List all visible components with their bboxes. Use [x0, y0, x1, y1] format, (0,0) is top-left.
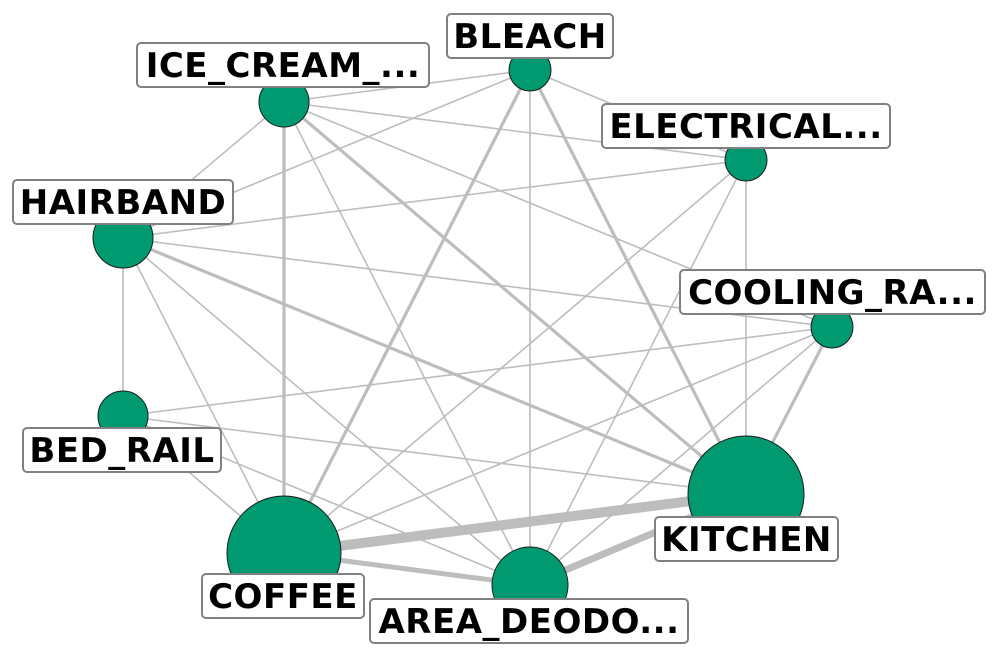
edge-ice_cream-electrical: [283, 101, 747, 161]
label-box: [601, 103, 891, 149]
edge-hairband-coffee: [122, 237, 285, 554]
label-text: COFFEE: [208, 577, 358, 617]
label-text: BLEACH: [453, 17, 607, 57]
label-layer: BLEACH ICE_CREAM_... ELECTRICAL... HAIRBAND…: [12, 13, 986, 644]
label-box: [201, 573, 365, 619]
edge-cooling-area_deodo: [529, 326, 833, 586]
label-box: [679, 269, 986, 315]
label-box: [22, 427, 222, 473]
node-label-bleach: BLEACH: [446, 13, 614, 59]
node-label-bed_rail: BED_RAIL: [22, 427, 222, 473]
node-label-area_deodo: AREA_DEODO...: [369, 598, 689, 644]
label-text: AREA_DEODO...: [378, 602, 679, 642]
edge-bleach-coffee: [282, 68, 532, 555]
edge-electrical-coffee: [283, 159, 747, 554]
edge-ice_cream-area_deodo: [283, 101, 531, 586]
node-label-ice_cream: ICE_CREAM_...: [136, 42, 430, 88]
node-label-coffee: COFFEE: [201, 573, 365, 619]
node-label-electrical: ELECTRICAL...: [601, 103, 891, 149]
label-box: [369, 598, 689, 644]
label-text: ICE_CREAM_...: [146, 46, 421, 86]
edge-bleach-kitchen: [528, 68, 748, 496]
edge-hairband-area_deodo: [122, 237, 531, 586]
label-text: KITCHEN: [661, 520, 832, 560]
edge-coffee-kitchen: [279, 489, 751, 558]
label-text: ELECTRICAL...: [609, 107, 882, 147]
node-label-kitchen: KITCHEN: [654, 516, 839, 562]
label-box: [12, 179, 234, 225]
label-box: [446, 13, 614, 59]
label-box: [654, 516, 839, 562]
node-label-hairband: HAIRBAND: [12, 179, 234, 225]
label-text: HAIRBAND: [20, 183, 227, 223]
node-label-cooling: COOLING_RA...: [679, 269, 986, 315]
edge-hairband-kitchen: [121, 236, 748, 496]
edge-electrical-area_deodo: [529, 159, 747, 586]
label-text: COOLING_RA...: [688, 273, 977, 313]
edge-ice_cream-kitchen: [282, 100, 748, 496]
label-text: BED_RAIL: [29, 431, 214, 471]
edge-bed_rail-kitchen: [122, 415, 747, 495]
label-box: [136, 42, 430, 88]
edge-cooling-coffee: [283, 326, 833, 554]
edge-cooling-bed_rail: [122, 326, 833, 417]
